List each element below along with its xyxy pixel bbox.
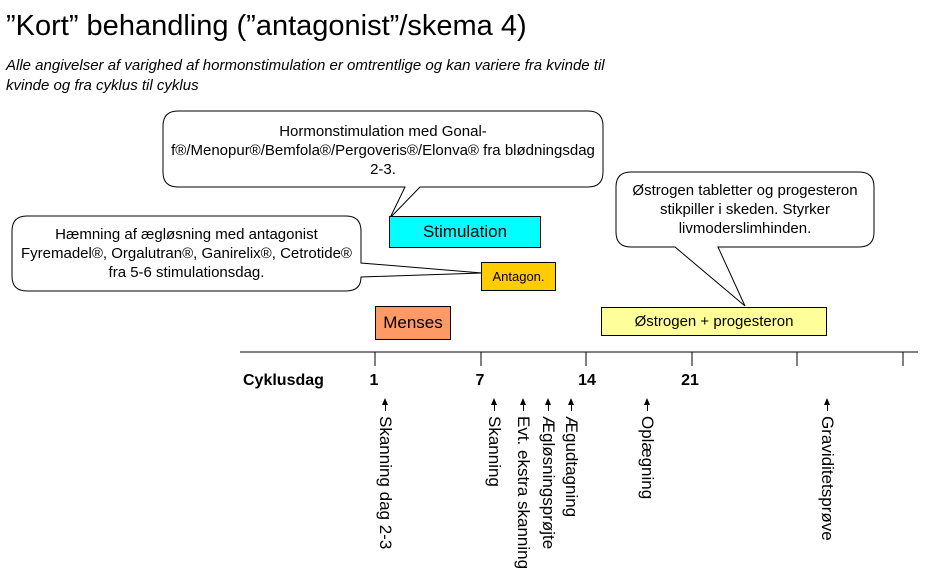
menses-bar: Menses: [375, 306, 451, 340]
callout-ostrogen: Østrogen tabletter og progesteron stikpi…: [632, 181, 858, 237]
diagram-title: ”Kort” behandling (”antagonist”/skema 4): [6, 10, 527, 42]
diagram-subtitle: Alle angivelser af varighed af hormonsti…: [6, 57, 605, 94]
event-aeglosningsprojte: Ægløsningsprøjte: [538, 398, 558, 549]
arrow-up-icon: [644, 398, 650, 405]
arrow-up-icon: [545, 398, 551, 405]
tick-label-14: 14: [578, 372, 596, 389]
event-oplaegning: Oplægning: [637, 398, 657, 499]
tick-label-21: 21: [681, 372, 699, 389]
event-label: Evt. ekstra skanning: [514, 416, 533, 570]
callout-ostrogen-shape: [615, 171, 875, 307]
tick-label-7: 7: [475, 372, 485, 389]
arrow-up-icon: [568, 398, 574, 405]
arrow-up-icon: [491, 398, 497, 405]
tick-label-1: 1: [369, 372, 379, 389]
ostrogen-progesteron-bar: Østrogen + progesteron: [601, 307, 827, 336]
event-label: Oplægning: [638, 416, 657, 500]
callout-haemning: Hæmning af ægløsning med antagonist Fyre…: [21, 226, 352, 281]
callout-hormon: Hormonstimulation med Gonal-f®/Menopur®/…: [171, 122, 595, 178]
event-graviditetsprove: Graviditetsprøve: [817, 398, 837, 541]
axis-label: Cyklusdag: [243, 372, 324, 389]
arrow-up-icon: [824, 398, 830, 405]
event-label: Skanning: [485, 416, 504, 487]
event-aegudtagning: Ægudtagning: [561, 398, 581, 517]
callout-haemning-shape: [11, 215, 483, 292]
callout-hormon-shape: [162, 110, 604, 219]
event-label: Ægudtagning: [562, 416, 581, 518]
event-label: Graviditetsprøve: [818, 416, 837, 541]
event-label: Skanning dag 2-3: [376, 416, 395, 550]
event-label: Ægløsningsprøjte: [539, 416, 558, 550]
arrow-up-icon: [520, 398, 526, 405]
event-evt-ekstra-skanning: Evt. ekstra skanning: [513, 398, 533, 569]
antagon-bar: Antagon.: [481, 262, 556, 291]
arrow-up-icon: [382, 398, 388, 405]
event-skanning: Skanning: [484, 398, 504, 487]
stimulation-bar: Stimulation: [389, 216, 541, 248]
event-skanning-dag-2-3: Skanning dag 2-3: [375, 398, 395, 549]
